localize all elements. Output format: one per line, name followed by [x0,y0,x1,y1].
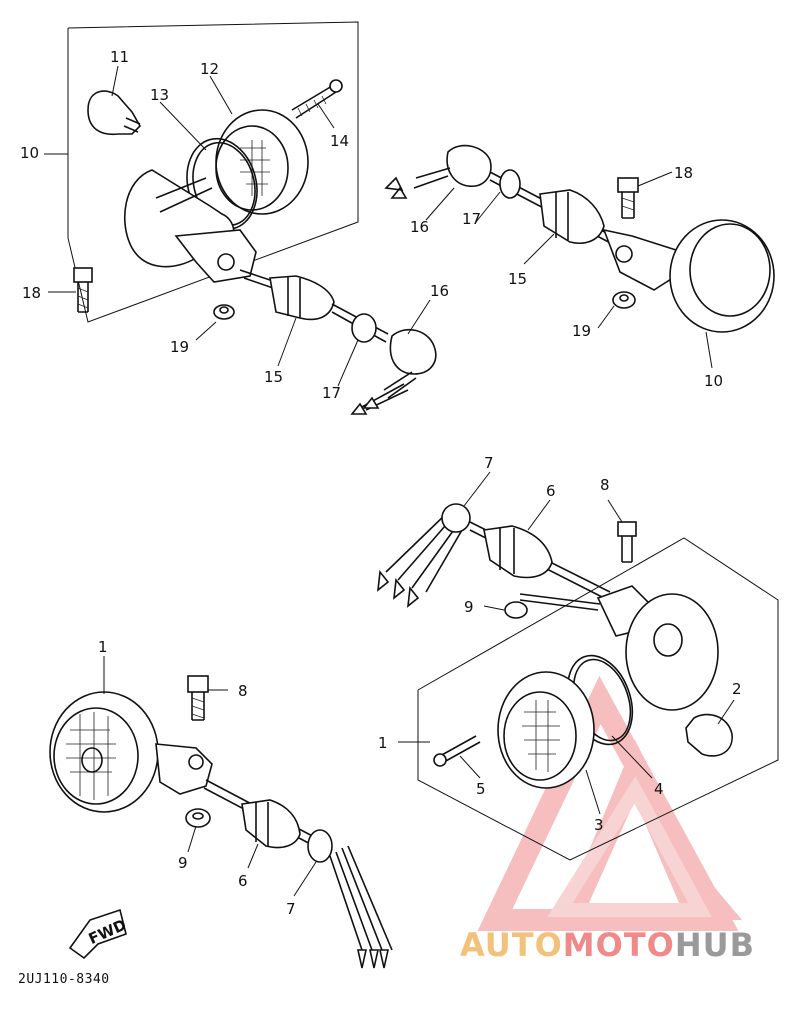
nut-9b [185,808,211,828]
cover-16a [389,328,437,375]
bolt-8b [187,675,209,693]
watermark-logo [477,675,742,931]
callout-14: 14 [330,132,349,150]
callout-19b: 19 [572,322,591,340]
callout-12: 12 [200,60,219,78]
assembly-top-left [67,21,437,415]
callout-17b: 17 [462,210,481,228]
callout-10b: 10 [704,372,723,390]
callout-10a: 10 [20,144,39,162]
socket-15b [539,189,605,244]
socket-6a [483,525,553,579]
housing-1b [49,691,159,813]
callout-9b: 9 [178,854,188,872]
bolt-8a [617,521,637,537]
grommet-17b [499,169,521,199]
callout-2: 2 [732,680,742,698]
nut-9a [504,601,528,619]
callout-8a: 8 [600,476,610,494]
housing-10b [669,219,775,333]
lens-3 [497,671,595,789]
callout-16a: 16 [430,282,449,300]
callout-9a: 9 [464,598,474,616]
screw-5 [439,735,481,763]
callout-18b: 18 [674,164,693,182]
callout-labels: 11 12 13 14 10 18 19 15 17 16 16 17 15 1… [20,48,742,918]
watermark-part2: MOTO [562,926,675,964]
assembly-top-right [384,144,775,333]
callout-18a: 18 [22,284,41,302]
grommet-17a [351,313,377,343]
nut-19b [612,291,636,309]
bulb-2 [685,713,733,757]
watermark-text: AUTOMOTOHUB [460,926,755,964]
bolt-18b [617,177,639,193]
assembly-bottom-right [376,503,779,861]
callout-7a: 7 [484,454,494,472]
callout-15a: 15 [264,368,283,386]
housing-1a [625,593,719,711]
bulb-11 [87,90,141,136]
callout-13: 13 [150,86,169,104]
callout-4: 4 [654,780,664,798]
bolt-18a [73,267,93,283]
socket-6b [241,799,301,849]
callout-15b: 15 [508,270,527,288]
callout-5: 5 [476,780,486,798]
callout-11: 11 [110,48,129,66]
callout-6a: 6 [546,482,556,500]
callout-17a: 17 [322,384,341,402]
leader-lines [44,65,735,897]
grommet-7a [441,503,471,533]
watermark-part1: AUTO [460,926,563,964]
fwd-arrow: FWD [68,908,129,960]
watermark-part3: HUB [674,926,756,964]
callout-1b: 1 [98,638,108,656]
grommet-7b [307,829,333,863]
callout-6b: 6 [238,872,248,890]
nut-19a [213,304,235,320]
socket-15a [269,275,335,321]
callout-1a: 1 [378,734,388,752]
callout-7b: 7 [286,900,296,918]
assembly-bottom-left [49,675,393,969]
screw-14 [291,85,337,119]
callout-19a: 19 [170,338,189,356]
callout-3: 3 [594,816,604,834]
callout-16b: 16 [410,218,429,236]
cover-16b [446,144,492,187]
callout-8b: 8 [238,682,248,700]
diagram-code: 2UJ110-8340 [18,972,110,987]
